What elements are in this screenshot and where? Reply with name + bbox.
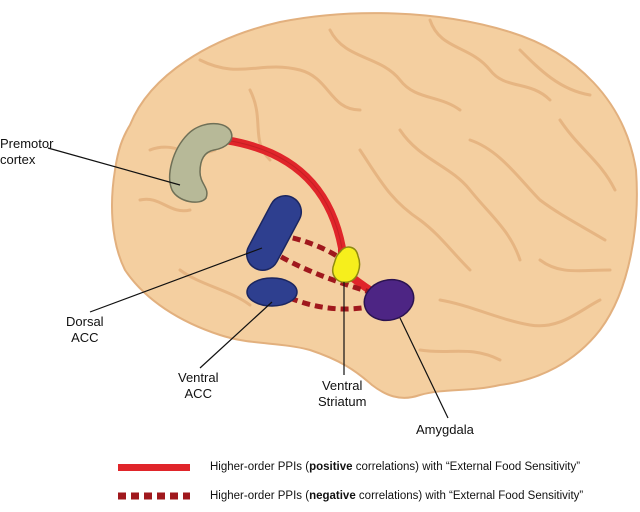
brain-folds	[138, 18, 617, 362]
leader-lines	[47, 147, 449, 419]
brain-outline	[111, 12, 638, 399]
legend-negative-suffix: correlations) with “External Food Sensit…	[355, 490, 584, 502]
amygdala-region	[363, 278, 415, 322]
legend-negative-bold: negative	[309, 490, 356, 502]
legend-positive-text: Higher-order PPIs (positive correlations…	[210, 459, 580, 475]
legend-negative-prefix: Higher-order PPIs (	[210, 490, 310, 502]
ventral-striatum-region	[332, 246, 361, 283]
ventral-acc-region	[246, 277, 298, 307]
ventral-striatum-label: Ventral Striatum	[318, 378, 367, 409]
dorsal-acc-label: Dorsal ACC	[66, 314, 104, 345]
premotor-cortex-region	[169, 122, 233, 203]
dorsal-acc-region	[245, 195, 303, 271]
ventral-acc-label: Ventral ACC	[178, 370, 219, 401]
legend-positive-suffix: correlations) with “External Food Sensit…	[352, 461, 581, 473]
legend-positive-bold: positive	[309, 461, 353, 473]
legend-positive-line	[118, 464, 190, 471]
legend-positive-prefix: Higher-order PPIs (	[210, 461, 310, 473]
amygdala-label: Amygdala	[416, 422, 474, 437]
premotor-cortex-label: Premotor cortex	[0, 136, 54, 167]
legend-negative-text: Higher-order PPIs (negative correlations…	[210, 488, 583, 504]
